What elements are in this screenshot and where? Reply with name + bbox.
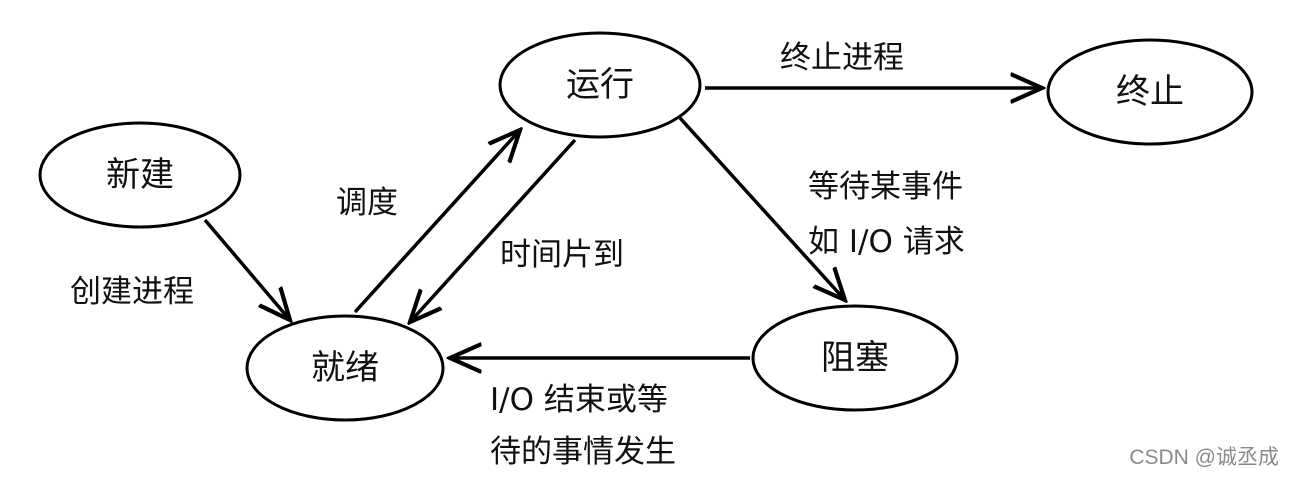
- node-ready: 就绪: [245, 314, 445, 422]
- edge-label-wait-line2: 如 I/O 请求: [808, 224, 965, 260]
- edge-label-io-done-line1: I/O 结束或等: [490, 382, 668, 418]
- node-ready-label: 就绪: [311, 348, 379, 388]
- edge-label-timeout: 时间片到: [500, 237, 624, 273]
- node-running: 运行: [498, 31, 702, 139]
- node-new: 新建: [38, 121, 242, 229]
- node-running-label: 运行: [566, 65, 634, 105]
- edge-new-to-ready: [203, 218, 290, 320]
- edge-label-io-done-line2: 待的事情发生: [490, 434, 676, 470]
- node-blocked-label: 阻塞: [821, 338, 889, 378]
- watermark-text: CSDN @诚丞成: [1129, 446, 1279, 469]
- node-blocked: 阻塞: [751, 304, 959, 412]
- edge-label-dispatch: 调度: [336, 185, 398, 221]
- node-terminated: 终止: [1046, 38, 1254, 146]
- edge-ready-to-running: [353, 130, 520, 314]
- edge-label-wait-line1: 等待某事件: [808, 169, 963, 205]
- edge-label-create: 创建进程: [70, 274, 194, 310]
- node-terminated-label: 终止: [1116, 72, 1184, 112]
- edge-running-to-ready: [410, 138, 577, 322]
- edge-running-to-blocked: [678, 116, 845, 300]
- edge-label-terminate: 终止进程: [780, 40, 904, 76]
- node-new-label: 新建: [106, 155, 174, 195]
